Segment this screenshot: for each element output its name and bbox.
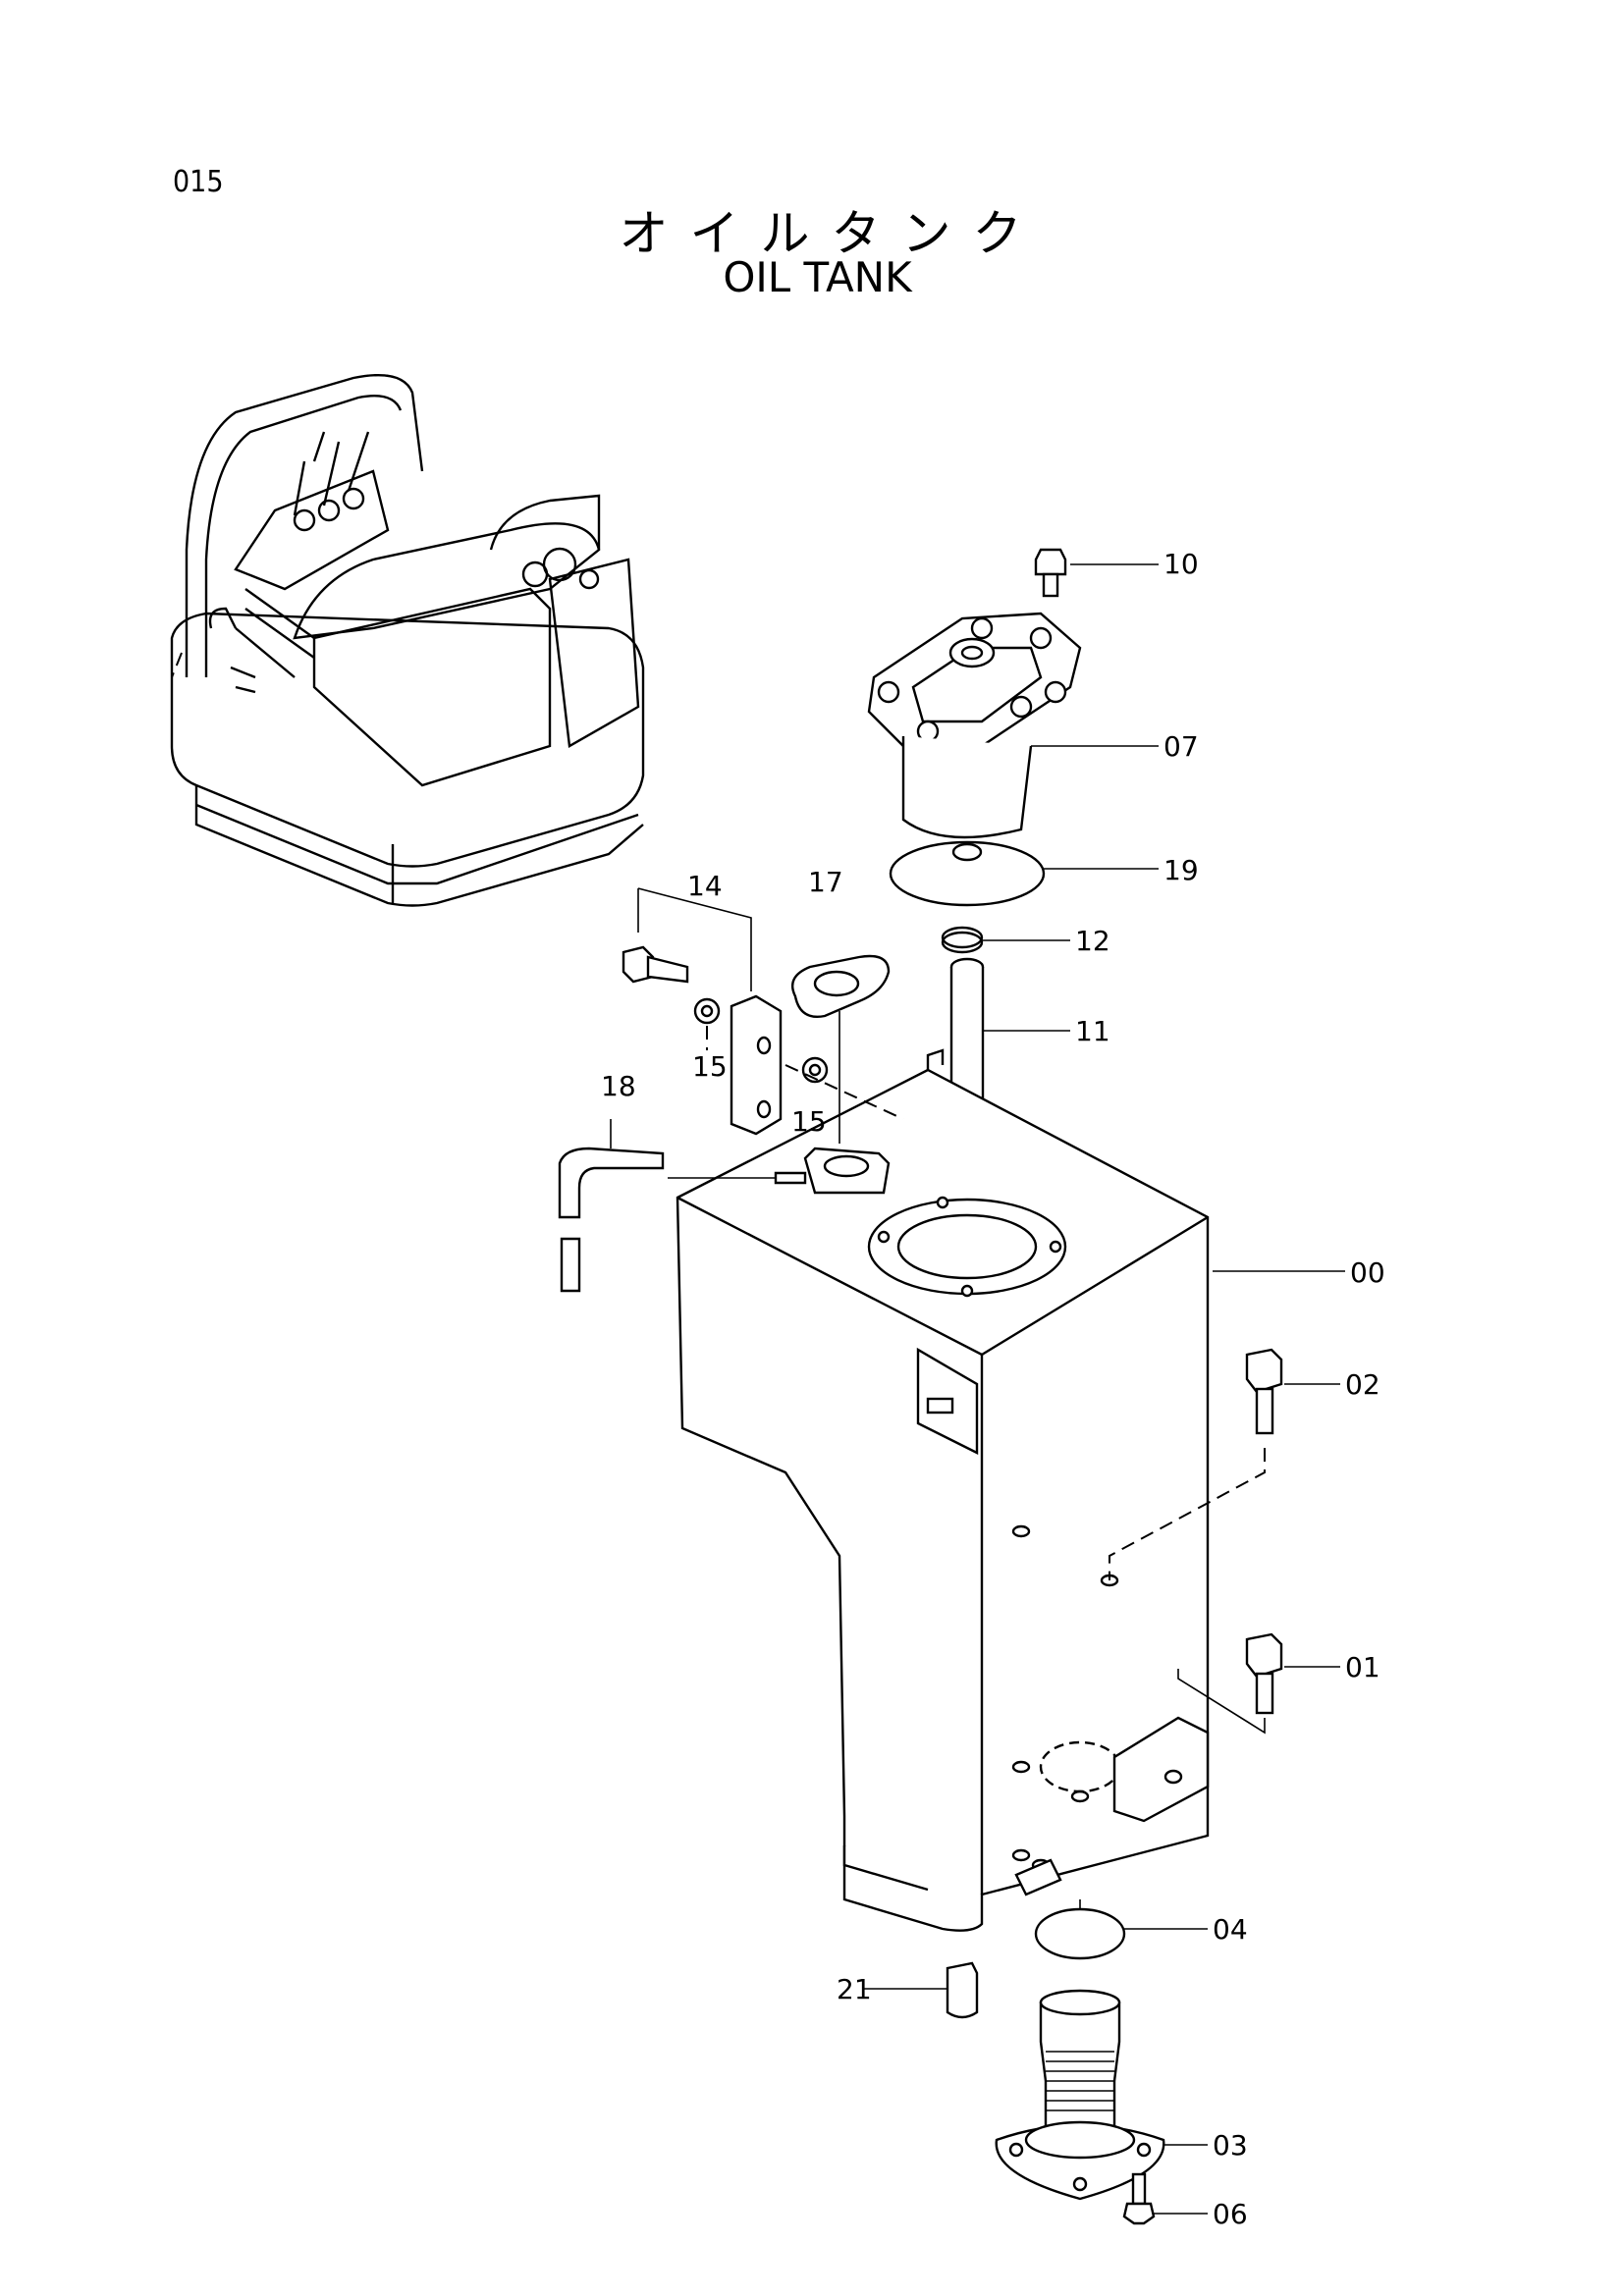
- callout-10: 10: [1163, 548, 1199, 580]
- callout-07: 07: [1163, 730, 1199, 763]
- callout-11: 11: [1075, 1015, 1110, 1047]
- part-06-bolt: [1122, 2172, 1208, 2225]
- breather-port: [668, 1147, 891, 1195]
- callout-06: 06: [1213, 2198, 1248, 2230]
- machine-overview-illustration: [170, 374, 645, 907]
- part-18-hose: [558, 1119, 665, 1293]
- callout-18: 18: [601, 1070, 636, 1102]
- callout-02: 02: [1345, 1368, 1380, 1401]
- part-07-filter: [867, 612, 1159, 839]
- title-english: OIL TANK: [723, 253, 912, 301]
- callout-14: 14: [687, 870, 723, 902]
- part-03-strainer: [995, 1989, 1208, 2201]
- callout-labels: 10 07 19 12 11 14 15 15 17 18 00 02 01 0…: [601, 548, 1385, 2230]
- part-02-bolt: [1109, 1348, 1340, 1580]
- part-15-nuts: [693, 997, 904, 1120]
- part-12-clamp: [941, 926, 1070, 954]
- part-14-bracket: [622, 887, 783, 1136]
- part-01-bolt: [1177, 1632, 1340, 1735]
- part-04-gasket: [1034, 1899, 1208, 1960]
- callout-19: 19: [1163, 854, 1199, 886]
- callout-00: 00: [1350, 1256, 1385, 1289]
- callout-03: 03: [1213, 2129, 1248, 2162]
- part-10-bolt: [1034, 548, 1159, 598]
- callout-21: 21: [837, 1973, 872, 2005]
- part-00-oil-tank: [676, 1048, 1345, 1932]
- callout-04: 04: [1213, 1913, 1248, 1946]
- page-number: 015: [173, 165, 224, 199]
- callout-12: 12: [1075, 925, 1110, 957]
- part-19-o-ring: [889, 840, 1159, 907]
- callout-01: 01: [1345, 1651, 1380, 1683]
- callout-17: 17: [808, 866, 843, 898]
- part-17-cap: [790, 954, 891, 1144]
- callout-15b: 15: [791, 1105, 827, 1138]
- part-21-plug: [864, 1961, 979, 2019]
- callout-15a: 15: [692, 1050, 728, 1083]
- title-japanese: オイルタンク: [619, 205, 1044, 262]
